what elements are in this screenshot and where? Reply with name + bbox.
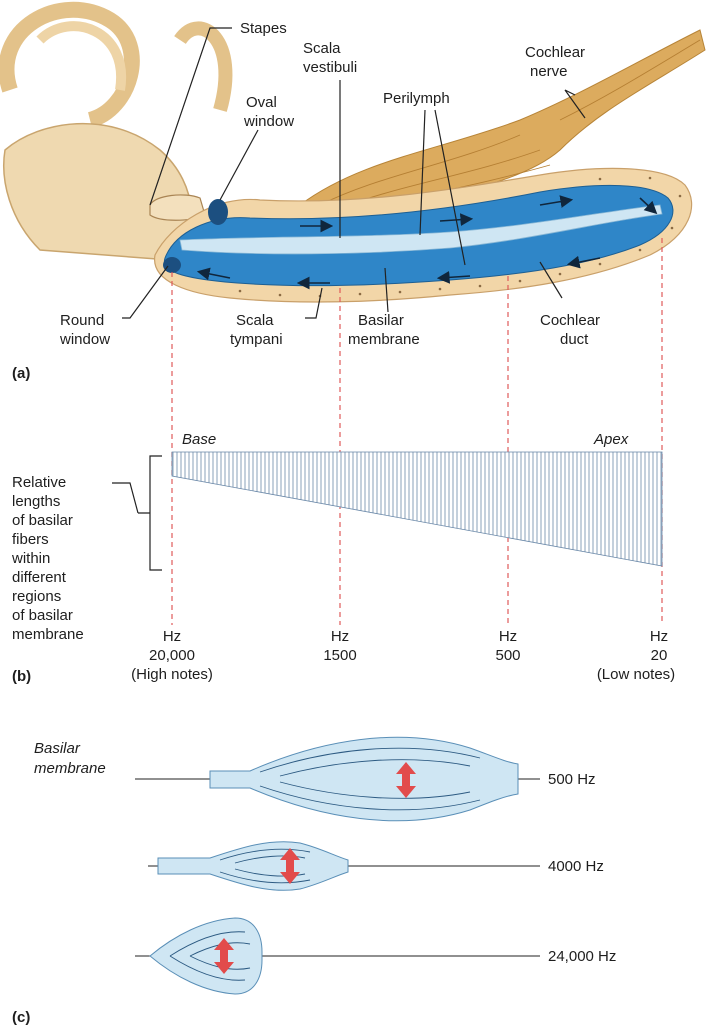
- label-cochlear-duct-line2: duct: [560, 331, 589, 348]
- label-scala-tympani-line1: Scala: [236, 312, 274, 329]
- frequency-label-500hz: 500 Hz: [548, 771, 596, 788]
- panel-a: Stapes Scala vestibuli Cochlear nerve Ov…: [4, 10, 705, 382]
- frequency-marker-500: Hz 500: [495, 628, 520, 664]
- frequency-label-4000hz: 4000 Hz: [548, 858, 604, 875]
- panel-label-a: (a): [12, 365, 30, 382]
- fiber-caption: Relative lengths of basilar fibers withi…: [11, 474, 84, 643]
- label-basilar-membrane-c-line2: membrane: [34, 760, 106, 777]
- fiber-caption-line: within: [11, 550, 50, 567]
- frequency-value: 1500: [323, 647, 356, 664]
- frequency-label-24000hz: 24,000 Hz: [548, 948, 616, 965]
- panel-c: Basilar membrane 500 Hz 4000 Hz 24,000 H…: [12, 737, 616, 1026]
- label-base: Base: [182, 431, 216, 448]
- label-scala-vestibuli-line1: Scala: [303, 40, 341, 57]
- label-oval-window-line2: window: [243, 113, 294, 130]
- frequency-unit: Hz: [650, 628, 668, 645]
- frequency-value: 500: [495, 647, 520, 664]
- oval-window-membrane: [208, 199, 228, 225]
- frequency-marker-20000: Hz 20,000 (High notes): [131, 628, 213, 683]
- label-cochlear-nerve-line1: Cochlear: [525, 44, 585, 61]
- label-oval-window-line1: Oval: [246, 94, 277, 111]
- frequency-unit: Hz: [163, 628, 181, 645]
- caption-bracket: [138, 456, 162, 570]
- panel-label-b: (b): [12, 668, 31, 685]
- fiber-caption-line: different: [12, 569, 67, 586]
- label-basilar-membrane-line1: Basilar: [358, 312, 404, 329]
- frequency-marker-20: Hz 20 (Low notes): [597, 628, 675, 683]
- label-scala-vestibuli-line2: vestibuli: [303, 59, 357, 76]
- fiber-caption-line: fibers: [12, 531, 49, 548]
- basilar-fiber-length-wedge: [172, 452, 662, 566]
- frequency-markers: Hz 20,000 (High notes) Hz 1500 Hz 500 Hz…: [131, 628, 675, 683]
- frequency-value: 20,000: [149, 647, 195, 664]
- frequency-unit: Hz: [499, 628, 517, 645]
- fiber-caption-line: lengths: [12, 493, 60, 510]
- fiber-caption-line: membrane: [12, 626, 84, 643]
- fiber-caption-line: Relative: [12, 474, 66, 491]
- round-window-membrane: [163, 257, 181, 273]
- label-apex: Apex: [593, 431, 629, 448]
- frequency-note: (High notes): [131, 666, 213, 683]
- label-round-window-line2: window: [59, 331, 110, 348]
- label-basilar-membrane-line2: membrane: [348, 331, 420, 348]
- fiber-caption-line: regions: [12, 588, 61, 605]
- frequency-marker-1500: Hz 1500: [323, 628, 356, 664]
- label-cochlear-duct-line1: Cochlear: [540, 312, 600, 329]
- caption-leader: [112, 483, 138, 513]
- label-perilymph: Perilymph: [383, 90, 450, 107]
- panel-label-c: (c): [12, 1009, 30, 1026]
- label-basilar-membrane-c-line1: Basilar: [34, 740, 81, 757]
- vibration-profile-500hz: 500 Hz: [135, 737, 596, 820]
- frequency-note: (Low notes): [597, 666, 675, 683]
- label-stapes: Stapes: [240, 20, 287, 37]
- label-cochlear-nerve-line2: nerve: [530, 63, 568, 80]
- label-scala-tympani-line2: tympani: [230, 331, 283, 348]
- panel-b: Base Apex Relative lengths of basilar fi…: [11, 431, 675, 685]
- fiber-caption-line: of basilar: [12, 607, 73, 624]
- vibration-profile-24000hz: 24,000 Hz: [135, 918, 616, 994]
- label-round-window-line1: Round: [60, 312, 104, 329]
- frequency-value: 20: [651, 647, 668, 664]
- vibration-profile-4000hz: 4000 Hz: [148, 842, 604, 891]
- fiber-caption-line: of basilar: [12, 512, 73, 529]
- frequency-unit: Hz: [331, 628, 349, 645]
